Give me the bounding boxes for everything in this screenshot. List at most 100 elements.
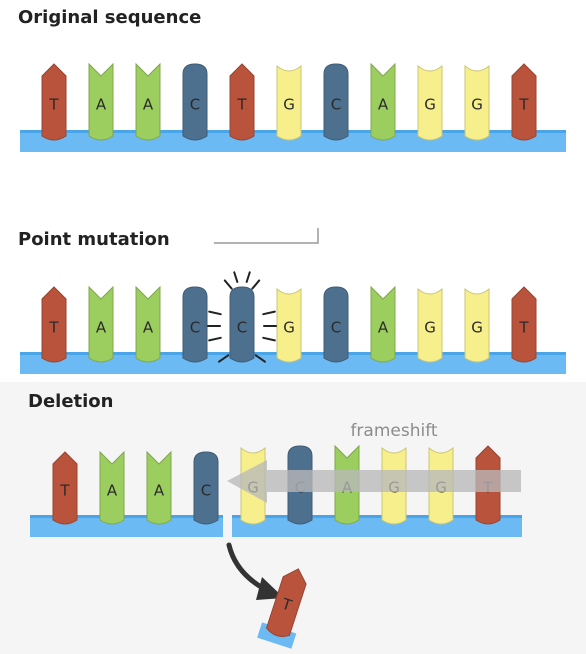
nucleotide-A-shape (99, 450, 125, 525)
frameshift-arrow (227, 460, 521, 503)
nucleotide-A-shape (146, 450, 172, 525)
highlight-ray (245, 271, 251, 283)
nucleotide-T: T (511, 63, 537, 141)
dna-backbone-left-edge (30, 515, 223, 518)
dna-backbone-left (30, 515, 223, 537)
nucleotide-A: A (135, 285, 161, 363)
nucleotide-letter: G (424, 96, 436, 114)
nucleotide-G-shape (417, 287, 443, 363)
nucleotide-letter: A (378, 96, 389, 114)
nucleotide-C: C (193, 451, 219, 525)
nucleotide-G: G (276, 287, 302, 363)
nucleotide-T: T (229, 63, 255, 141)
heading-original-sequence: Original sequence (18, 7, 202, 28)
nucleotide-C-shape (229, 286, 255, 363)
highlight-ray (254, 354, 266, 363)
nucleotide-T: T (511, 286, 537, 363)
nucleotide-C: C (323, 63, 349, 141)
nucleotide-A-shape (370, 62, 396, 141)
nucleotide-T: T (41, 286, 67, 363)
nucleotide-letter: G (283, 319, 295, 337)
highlight-ray (233, 271, 239, 283)
nucleotide-T-shape (41, 63, 67, 141)
nucleotide-A: A (370, 62, 396, 141)
nucleotide-A-shape (88, 62, 114, 141)
highlight-ray (208, 310, 222, 316)
mutation-highlight-rays (207, 271, 277, 363)
nucleotide-letter: G (424, 319, 436, 337)
nucleotide-letter: A (96, 96, 107, 114)
nucleotide-C: C (182, 63, 208, 141)
nucleotide-C-shape (193, 451, 219, 525)
heading-point-mutation: Point mutation (18, 229, 170, 250)
highlight-ray (208, 336, 222, 342)
deletion-strand: TAACGCAGGT (30, 444, 522, 537)
nucleotide-letter: G (283, 96, 295, 114)
nucleotide-G: G (276, 64, 302, 141)
nucleotide-G-shape (464, 64, 490, 141)
nucleotide-G-shape (276, 287, 302, 363)
nucleotide-T-shape (229, 63, 255, 141)
highlight-ray (223, 279, 233, 290)
nucleotide-letter: T (236, 96, 247, 114)
heading-deletion: Deletion (28, 391, 114, 412)
nucleotide-letter: C (237, 319, 247, 337)
nucleotide-T-shape (52, 451, 78, 525)
nucleotide-T-shape (265, 568, 307, 637)
nucleotide-A-shape (370, 285, 396, 363)
nucleotide-G: G (464, 64, 490, 141)
nucleotide-letter: A (143, 319, 154, 337)
nucleotide-A: A (88, 285, 114, 363)
nucleotide-letter: A (378, 319, 389, 337)
nucleotide-C: C (229, 286, 255, 363)
nucleotide-G-shape (276, 64, 302, 141)
nucleotide-G: G (417, 64, 443, 141)
nucleotide-A: A (370, 285, 396, 363)
nucleotide-letter: C (190, 319, 200, 337)
nucleotide-T: T (41, 63, 67, 141)
nucleotide-A: A (146, 450, 172, 525)
nucleotide-letter: A (143, 96, 154, 114)
nucleotide-C: C (323, 286, 349, 363)
nucleotide-C-shape (323, 63, 349, 141)
nucleotide-letter: C (331, 96, 341, 114)
nucleotide-T-shape (511, 286, 537, 363)
frameshift-label: frameshift (350, 421, 437, 441)
dna-backbone-right-edge (232, 515, 522, 518)
nucleotide-C: C (182, 286, 208, 363)
nucleotide-letter: C (201, 482, 211, 500)
nucleotide-letter: T (518, 96, 529, 114)
nucleotide-T-shape (511, 63, 537, 141)
highlight-ray (262, 336, 276, 342)
nucleotide-T: T (265, 568, 307, 637)
highlight-ray (251, 279, 261, 290)
nucleotide-A: A (99, 450, 125, 525)
nucleotide-T-shape (41, 286, 67, 363)
nucleotide-letter: T (48, 319, 59, 337)
nucleotide-letter: A (154, 482, 165, 500)
nucleotide-A-shape (88, 285, 114, 363)
nucleotide-letter: G (471, 96, 483, 114)
nucleotide-G: G (464, 287, 490, 363)
nucleotide-letter: T (59, 482, 70, 500)
nucleotide-letter: G (471, 319, 483, 337)
nucleotide-letter: A (107, 482, 118, 500)
nucleotide-A-shape (135, 285, 161, 363)
nucleotide-letter: A (96, 319, 107, 337)
deleted-nucleotide: T (257, 568, 307, 649)
nucleotide-A: A (88, 62, 114, 141)
nucleotide-letter: C (190, 96, 200, 114)
nucleotide-letter: T (48, 96, 59, 114)
nucleotide-C-shape (182, 63, 208, 141)
nucleotide-G: G (417, 287, 443, 363)
highlight-ray (218, 354, 230, 363)
nucleotide-A-shape (135, 62, 161, 141)
nucleotide-C-shape (323, 286, 349, 363)
highlight-ray (262, 310, 276, 316)
nucleotide-A: A (135, 62, 161, 141)
nucleotide-G-shape (417, 64, 443, 141)
nucleotide-letter: T (518, 319, 529, 337)
